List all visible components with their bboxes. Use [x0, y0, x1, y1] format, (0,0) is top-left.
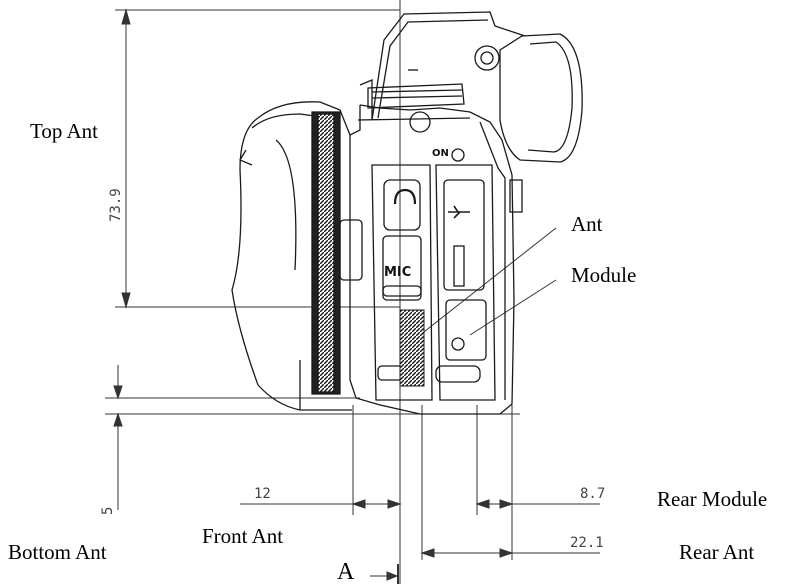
camera-body: [231, 11, 583, 415]
label-rear-ant: Rear Ant: [679, 540, 755, 564]
label-front-ant: Front Ant: [202, 524, 284, 548]
label-bottom-ant: Bottom Ant: [8, 540, 107, 564]
antenna-module-hatch: [399, 309, 425, 387]
label-ant: Ant: [571, 212, 603, 236]
dimension-lines: [105, 0, 600, 584]
dim-front-distance: 12: [254, 486, 271, 502]
dim-bottom-height: 5: [100, 507, 116, 515]
dim-top-height: 73.9: [108, 188, 124, 222]
port-label-on: ON: [432, 148, 449, 159]
label-rear-module: Rear Module: [657, 487, 768, 511]
dim-rear-module-distance: 8.7: [580, 486, 605, 502]
label-section-a: A: [337, 559, 355, 584]
dim-rear-ant-distance: 22.1: [570, 535, 604, 551]
port-label-mic: MIC: [384, 265, 411, 280]
label-top-ant: Top Ant: [30, 119, 98, 143]
label-module: Module: [571, 263, 637, 287]
